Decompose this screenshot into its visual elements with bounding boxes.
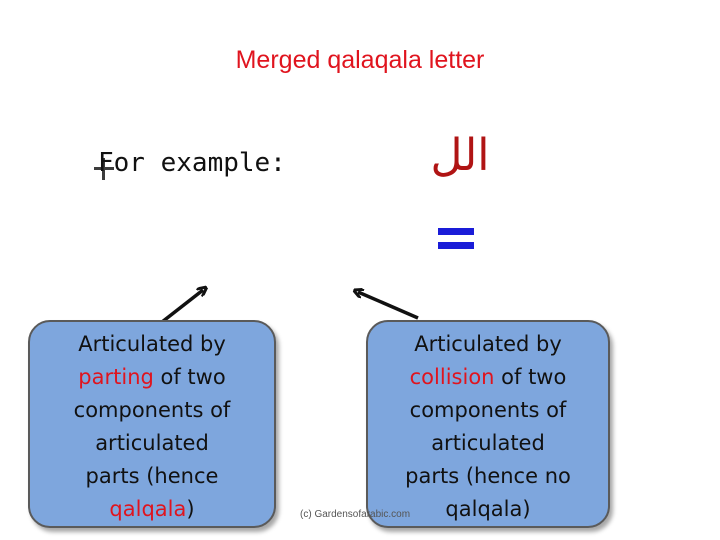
box-line: Articulated by [414, 332, 562, 356]
box-line: components of [409, 398, 567, 422]
parting-explanation-box: Articulated by parting of two components… [28, 320, 276, 528]
example-label: For example: [98, 148, 286, 178]
box-line: parts (hence [85, 464, 219, 488]
box-line: parting of two [78, 365, 226, 389]
equals-icon [438, 226, 474, 252]
slide-title: Merged qalaqala letter [235, 46, 485, 74]
box-line: qalqala) [109, 497, 195, 521]
box-line: articulated [95, 431, 209, 455]
collision-explanation-box: Articulated by collision of two componen… [366, 320, 610, 528]
box-line: parts (hence no [405, 464, 571, 488]
highlight-word: parting [78, 365, 154, 389]
highlight-word: collision [409, 365, 495, 389]
highlight-word: qalqala [109, 497, 187, 521]
box-line: qalqala) [445, 497, 531, 521]
arabic-example: الل [430, 130, 490, 181]
copyright-notice: (c) Gardensofarabic.com [300, 509, 411, 520]
arrow-up-left-icon [358, 292, 419, 320]
arrow-up-right-icon [160, 290, 203, 324]
box-line: Articulated by [78, 332, 226, 356]
box-line: articulated [431, 431, 545, 455]
box-line: collision of two [409, 365, 567, 389]
box-line: components of [73, 398, 231, 422]
plus-icon [93, 156, 115, 182]
